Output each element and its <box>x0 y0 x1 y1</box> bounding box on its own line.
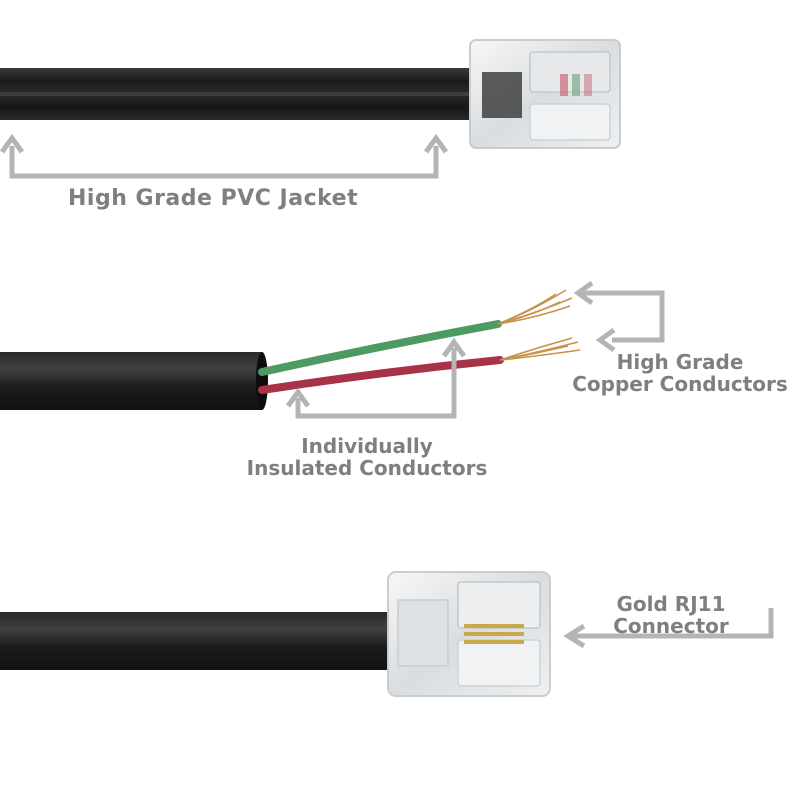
copper-conductors-label: High Grade Copper Conductors <box>562 352 798 396</box>
top-rj11-connector <box>469 39 621 149</box>
top-flat-cable <box>0 68 482 120</box>
gold-label-line1: Gold RJ11 <box>616 592 726 616</box>
pvc-jacket-callout <box>0 133 449 179</box>
copper-strands-top <box>497 289 573 325</box>
pvc-jacket-label: High Grade PVC Jacket <box>68 186 359 211</box>
insulated-label-line1: Individually <box>301 434 433 458</box>
gold-connector-label: Gold RJ11 Connector <box>605 594 737 638</box>
green-insulated-wire <box>258 320 502 376</box>
insulated-label-line2: Insulated Conductors <box>246 456 488 480</box>
copper-strands-bottom <box>499 337 581 361</box>
gold-pins <box>464 624 524 644</box>
red-insulated-wire <box>258 356 504 394</box>
copper-label-line1: High Grade <box>616 350 744 374</box>
copper-conductors-callout <box>573 280 665 353</box>
middle-round-cable <box>0 352 268 410</box>
insulated-conductors-label: Individually Insulated Conductors <box>238 436 496 480</box>
bottom-round-cable <box>0 612 392 670</box>
gold-label-line2: Connector <box>613 614 729 638</box>
copper-label-line2: Copper Conductors <box>572 372 788 396</box>
insulated-conductors-callout <box>285 337 467 419</box>
bottom-rj11-connector <box>387 571 551 697</box>
gold-connector-callout <box>563 608 774 649</box>
